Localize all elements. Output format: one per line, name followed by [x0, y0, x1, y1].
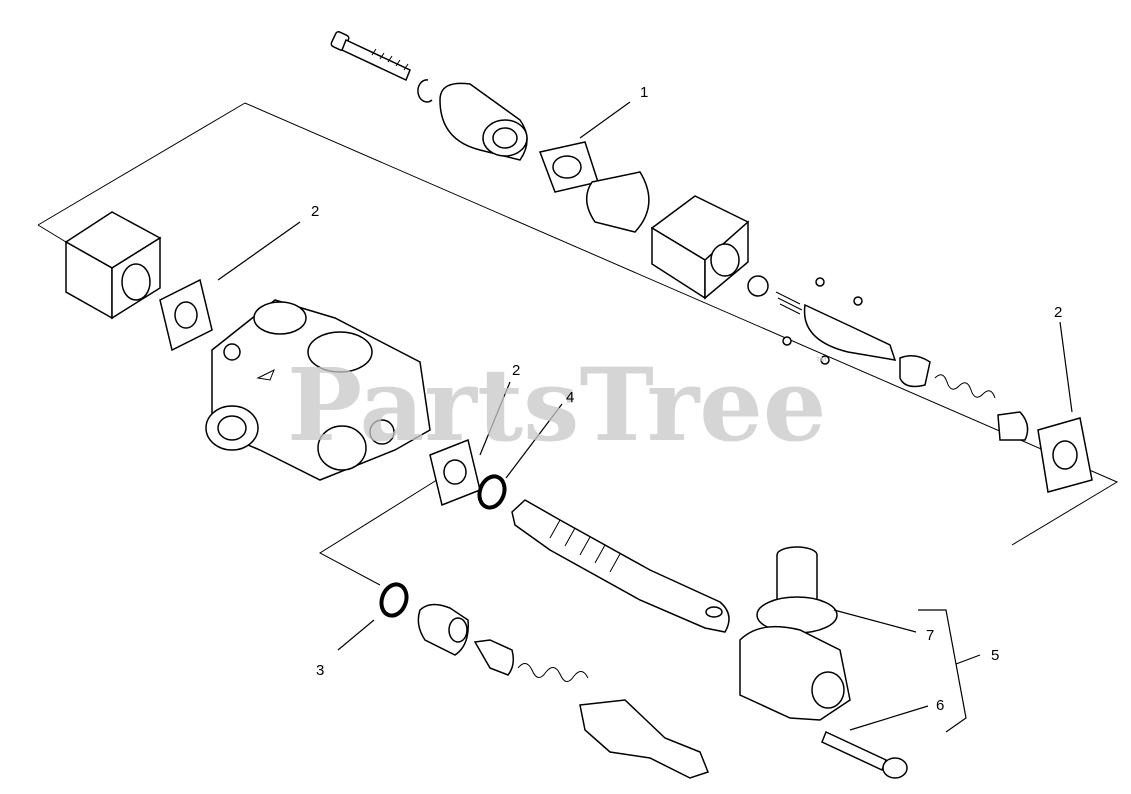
cube-block-left: [64, 211, 162, 320]
callout-1: 1: [640, 84, 648, 101]
callout-2-left: 2: [311, 203, 319, 220]
watermark-trademark: ™: [815, 354, 827, 368]
handle-bracket: [739, 546, 851, 721]
callout-2-right: 2: [1054, 304, 1062, 321]
callout-4: 4: [566, 389, 574, 406]
gasket-center: [429, 438, 481, 507]
spring-lower: [517, 663, 589, 682]
end-cap-top: [439, 82, 528, 161]
sleeve: [586, 171, 650, 233]
gasket-left: [159, 278, 213, 352]
callout-5: 5: [991, 647, 999, 664]
callout-3: 3: [316, 662, 324, 679]
callout-2-center: 2: [512, 362, 520, 379]
gasket-1: [538, 141, 599, 193]
valve-body: [205, 299, 431, 481]
cap-screw: [821, 730, 908, 779]
o-ring-3: [379, 582, 409, 618]
callout-6: 6: [936, 697, 944, 714]
watermark: PartsTree: [287, 346, 827, 464]
assembly-outline: [37, 102, 1119, 586]
callout-7: 7: [926, 627, 934, 644]
gasket-right: [1037, 417, 1093, 493]
cube-block-right: [650, 195, 769, 300]
spring-plunger: [579, 699, 709, 779]
detent-spool: [775, 277, 1029, 441]
poppet: [473, 639, 515, 676]
top-bolt: [330, 31, 433, 103]
leader-lines: [217, 101, 1073, 733]
callout-labels: 1 2 2 2 4 3 7 5 6: [311, 84, 1062, 714]
o-ring-4: [477, 474, 507, 510]
plug: [417, 603, 469, 656]
main-spool: [511, 499, 730, 633]
